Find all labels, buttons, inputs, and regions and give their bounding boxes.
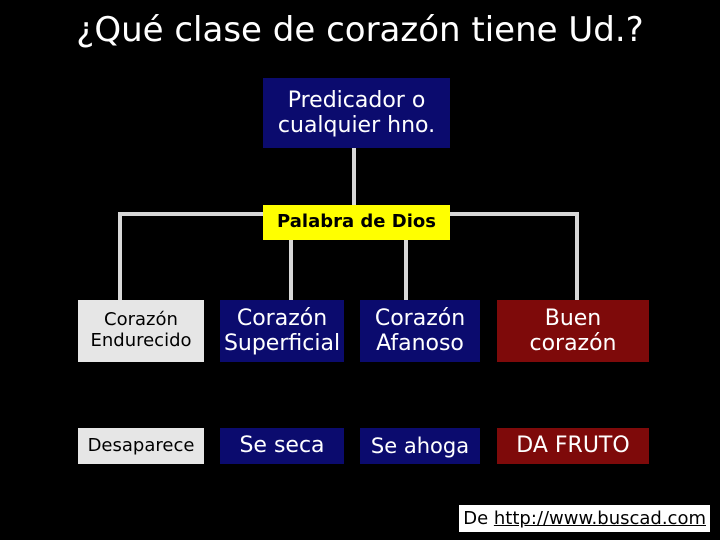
connector-drop-1 xyxy=(118,212,122,300)
heart-superficial-line-2: Superficial xyxy=(223,331,341,356)
page-title: ¿Qué clase de corazón tiene Ud.? xyxy=(76,10,644,50)
footer-prefix: De xyxy=(463,508,494,529)
preacher-line-1: Predicador o xyxy=(287,87,426,113)
heart-box-superficial: Corazón Superficial xyxy=(220,300,344,362)
preacher-line-2: cualquier hno. xyxy=(277,113,436,138)
word-of-god-box: Palabra de Dios xyxy=(263,205,450,240)
preacher-box: Predicador o cualquier hno. xyxy=(263,78,450,148)
heart-anxious-line-2: Afanoso xyxy=(376,331,464,356)
heart-hardened-line-1: Corazón xyxy=(104,309,178,331)
result-chokes: Se ahoga xyxy=(360,428,480,464)
connector-horizontal-left xyxy=(118,212,263,216)
heart-box-good: Buen corazón xyxy=(497,300,649,362)
source-link[interactable]: http://www.buscad.com xyxy=(493,508,706,529)
result-disappears: Desaparece xyxy=(78,428,204,464)
heart-good-line-2: corazón xyxy=(529,331,617,356)
connector-drop-4 xyxy=(575,212,579,300)
source-footer: De http://www.buscad.com xyxy=(459,505,710,532)
heart-superficial-line-1: Corazón xyxy=(236,305,328,331)
connector-preacher-to-word xyxy=(352,148,356,210)
result-bears-fruit: DA FRUTO xyxy=(497,428,649,464)
heart-box-anxious: Corazón Afanoso xyxy=(360,300,480,362)
connector-drop-2 xyxy=(289,240,293,300)
connector-drop-3 xyxy=(404,240,408,300)
heart-anxious-line-1: Corazón xyxy=(374,305,466,331)
result-dries-up: Se seca xyxy=(220,428,344,464)
heart-good-line-1: Buen xyxy=(544,305,602,331)
heart-box-hardened: Corazón Endurecido xyxy=(78,300,204,362)
heart-hardened-line-2: Endurecido xyxy=(90,330,192,351)
connector-horizontal-right xyxy=(449,212,579,216)
